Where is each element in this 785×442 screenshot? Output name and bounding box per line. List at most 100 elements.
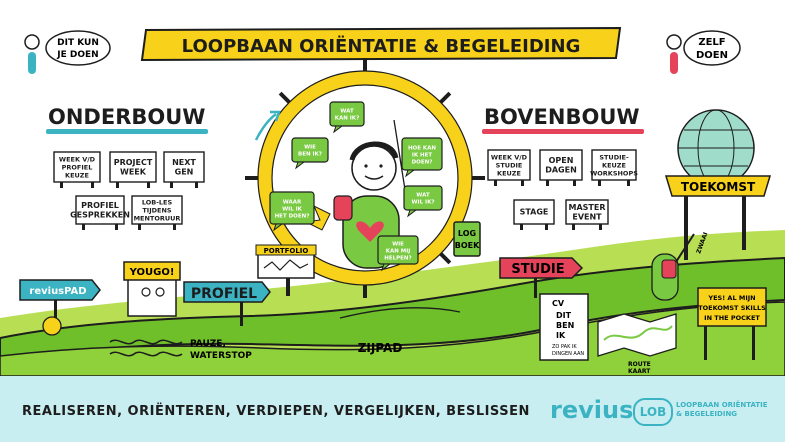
revius-pad-label: reviusPAD	[29, 286, 86, 297]
bovenbouw-card-2-line-2: DAGEN	[545, 166, 577, 175]
onderbouw-card-5-line-3: MENTORUUR	[134, 215, 181, 223]
question-bubble-1-line-1: WAT	[340, 109, 354, 115]
onderbouw-cards: WEEK V/DPROFIELKEUZEPROJECTWEEKNEXTGENPR…	[53, 151, 205, 230]
cv-note-line2: DINGEN AAN	[552, 351, 584, 357]
bovenbouw-card-2-line-1: OPEN	[549, 156, 574, 165]
heading-bovenbouw-underline	[482, 129, 644, 134]
title: LOOPBAAN ORIËNTATIE & BEGELEIDING	[182, 35, 581, 57]
bovenbouw-card-3-line-1: STUDIE-	[599, 154, 629, 162]
heading-onderbouw-underline	[46, 129, 208, 134]
zijpad-path	[339, 307, 461, 319]
onderbouw-card-5-line-1: LOB-LES	[142, 199, 173, 207]
skills-line3: IN THE POCKET	[704, 314, 760, 322]
brand-subtitle: LOOPBAAN ORIËNTATIE & BEGELEIDING	[676, 401, 768, 418]
cv-line4: IK	[556, 331, 566, 340]
yougo-booth: YOUGO!	[123, 261, 181, 317]
portfolio-sign: PORTFOLIO	[255, 244, 317, 296]
bovenbouw-card-1-line-2: STUDIE	[496, 162, 523, 170]
question-bubble-5-line-2: WIL IK?	[411, 200, 434, 206]
waterstop: PAUZE, WATERSTOP	[109, 339, 252, 361]
question-bubble-4-line-3: HET DOEN?	[275, 213, 310, 219]
studie-label: STUDIE	[511, 262, 564, 277]
bovenbouw-card-4-line-1: STAGE	[520, 208, 549, 217]
cv-line3: BEN	[556, 321, 574, 330]
toekomst-arch: TOEKOMST	[664, 109, 772, 260]
revius-pad-sign: reviusPAD	[19, 279, 101, 336]
skills-line2: TOEKOMST SKILLS	[698, 304, 766, 312]
title-banner	[140, 26, 622, 62]
bovenbouw-card-5-line-2: EVENT	[572, 213, 602, 222]
routekaart-line1: ROUTE	[628, 361, 651, 368]
toekomst-label: TOEKOMST	[681, 180, 756, 194]
question-bubble-3-line-1: HOE KAN	[408, 145, 436, 151]
footer-bar	[0, 376, 785, 442]
onderbouw-card-3-line-1: NEXT	[172, 158, 196, 167]
onderbouw-card-2-line-2: WEEK	[120, 168, 147, 177]
studie-sign: STUDIE	[499, 257, 584, 298]
profiel-sign: PROFIEL	[183, 281, 271, 326]
speech-bubble-right: ZELF DOEN	[666, 30, 741, 74]
bubble-right-line2: DOEN	[696, 50, 728, 61]
question-bubble-4-line-2: WIL IK	[282, 206, 303, 212]
coin-icon	[42, 316, 62, 336]
question-bubble-6-line-2: KAN MIJ	[386, 248, 411, 254]
routekaart-line2: KAART	[628, 368, 651, 375]
bovenbouw-card-3-line-2: KEUZE	[602, 162, 626, 170]
direction-arrow-icon	[254, 113, 277, 141]
bubble-right-line1: ZELF	[698, 37, 725, 48]
cv-note-line1: ZO PAK IK	[552, 344, 577, 350]
question-bubble-2-line-2: BEN IK?	[298, 152, 322, 158]
pauze-line1: PAUZE,	[190, 339, 226, 349]
onderbouw-card-1-line-2: PROFIEL	[62, 164, 93, 172]
portfolio-label: PORTFOLIO	[264, 247, 309, 255]
cv-document: CV DIT BEN IK ZO PAK IK DINGEN AAN	[539, 293, 589, 361]
brand-lob-badge: LOB	[633, 398, 673, 426]
question-bubble-1-line-2: KAN IK?	[335, 116, 360, 122]
onderbouw-card-1-line-1: WEEK V/D	[59, 156, 96, 164]
onderbouw-card-4-line-2: GESPREKKEN	[70, 211, 130, 220]
question-bubble-5-line-1: WAT	[416, 193, 430, 199]
onderbouw-card-1-line-3: KEUZE	[65, 172, 89, 180]
bovenbouw-card-1-line-1: WEEK V/D	[491, 154, 528, 162]
onderbouw-card-2-line-1: PROJECT	[114, 158, 153, 167]
question-bubble-3-line-3: DOEN?	[412, 159, 433, 165]
route-map: ROUTE KAART	[597, 313, 677, 375]
onderbouw-card-5-line-2: TIJDENS	[142, 207, 172, 215]
footer-caption: REALISEREN, ORIËNTEREN, VERDIEPEN, VERGE…	[22, 404, 530, 419]
heading-bovenbouw: BOVENBOUW	[484, 105, 640, 129]
cv-line1: CV	[552, 299, 565, 308]
bovenbouw-card-4: STAGE	[513, 199, 555, 230]
zijpad-label: ZIJPAD	[358, 341, 403, 355]
bovenbouw-cards: WEEK V/DSTUDIEKEUZEOPENDAGENSTUDIE-KEUZE…	[487, 149, 638, 230]
bovenbouw-card-3-line-3: WORKSHOPS	[590, 170, 638, 178]
onderbouw-card-3-line-2: GEN	[175, 168, 194, 177]
logboek-line1: LOG	[458, 229, 476, 238]
yougo-label: YOUGO!	[129, 267, 175, 278]
heart-icon	[356, 221, 384, 242]
question-bubble-3-line-2: IK HET	[412, 152, 433, 158]
logboek-line2: BOEK	[455, 241, 480, 250]
heading-onderbouw: ONDERBOUW	[48, 105, 205, 129]
onderbouw-card-4-line-1: PROFIEL	[81, 201, 119, 210]
brand-logo: revius	[550, 396, 634, 424]
bovenbouw-card-1-line-3: KEUZE	[497, 170, 521, 178]
cv-line2: DIT	[556, 311, 572, 320]
pauze-line2: WATERSTOP	[190, 351, 252, 361]
road-path	[0, 256, 785, 360]
